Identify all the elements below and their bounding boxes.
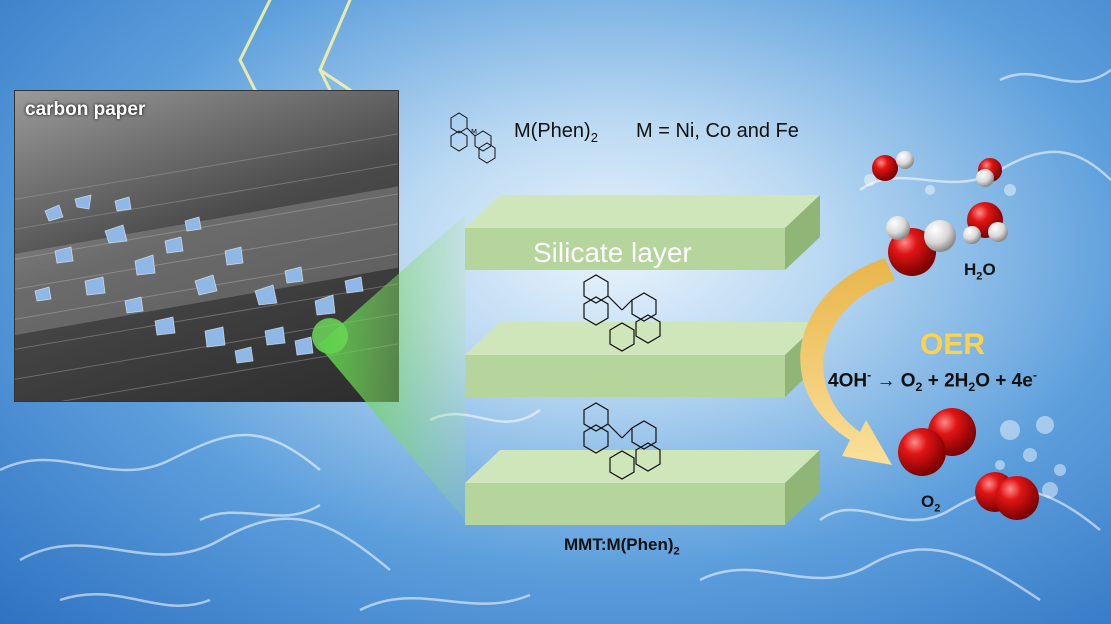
svg-text:M: M	[471, 128, 477, 136]
material-label: MMT:M(Phen)2	[564, 535, 680, 558]
oxygen-molecules	[898, 408, 1039, 520]
intercalated-complex	[583, 402, 661, 480]
oer-title: OER	[920, 328, 986, 361]
layer-middle	[465, 322, 820, 397]
oxygen-label: O2	[921, 492, 941, 515]
intercalated-complex	[583, 274, 661, 352]
water-molecules	[872, 151, 1008, 276]
silicate-layer-label: Silicate layer	[533, 237, 692, 268]
carbon-paper-panel: carbon paper	[14, 90, 399, 402]
phenanthroline-structure-icon: M	[450, 112, 496, 164]
oer-equation: 4OH- → O2 + 2H2O + 4e-	[828, 368, 1037, 395]
metal-note: M = Ni, Co and Fe	[636, 120, 799, 142]
layer-bottom	[465, 450, 820, 525]
panel-title: carbon paper	[25, 99, 146, 120]
fiber-illustration	[15, 133, 398, 401]
complex-formula: M(Phen)2	[514, 120, 598, 145]
water-label: H2O	[964, 260, 996, 283]
reaction-arrow-icon	[800, 258, 895, 465]
catalyst-crystals	[34, 194, 364, 364]
layer-top	[465, 195, 820, 270]
bubbles	[864, 174, 1066, 498]
